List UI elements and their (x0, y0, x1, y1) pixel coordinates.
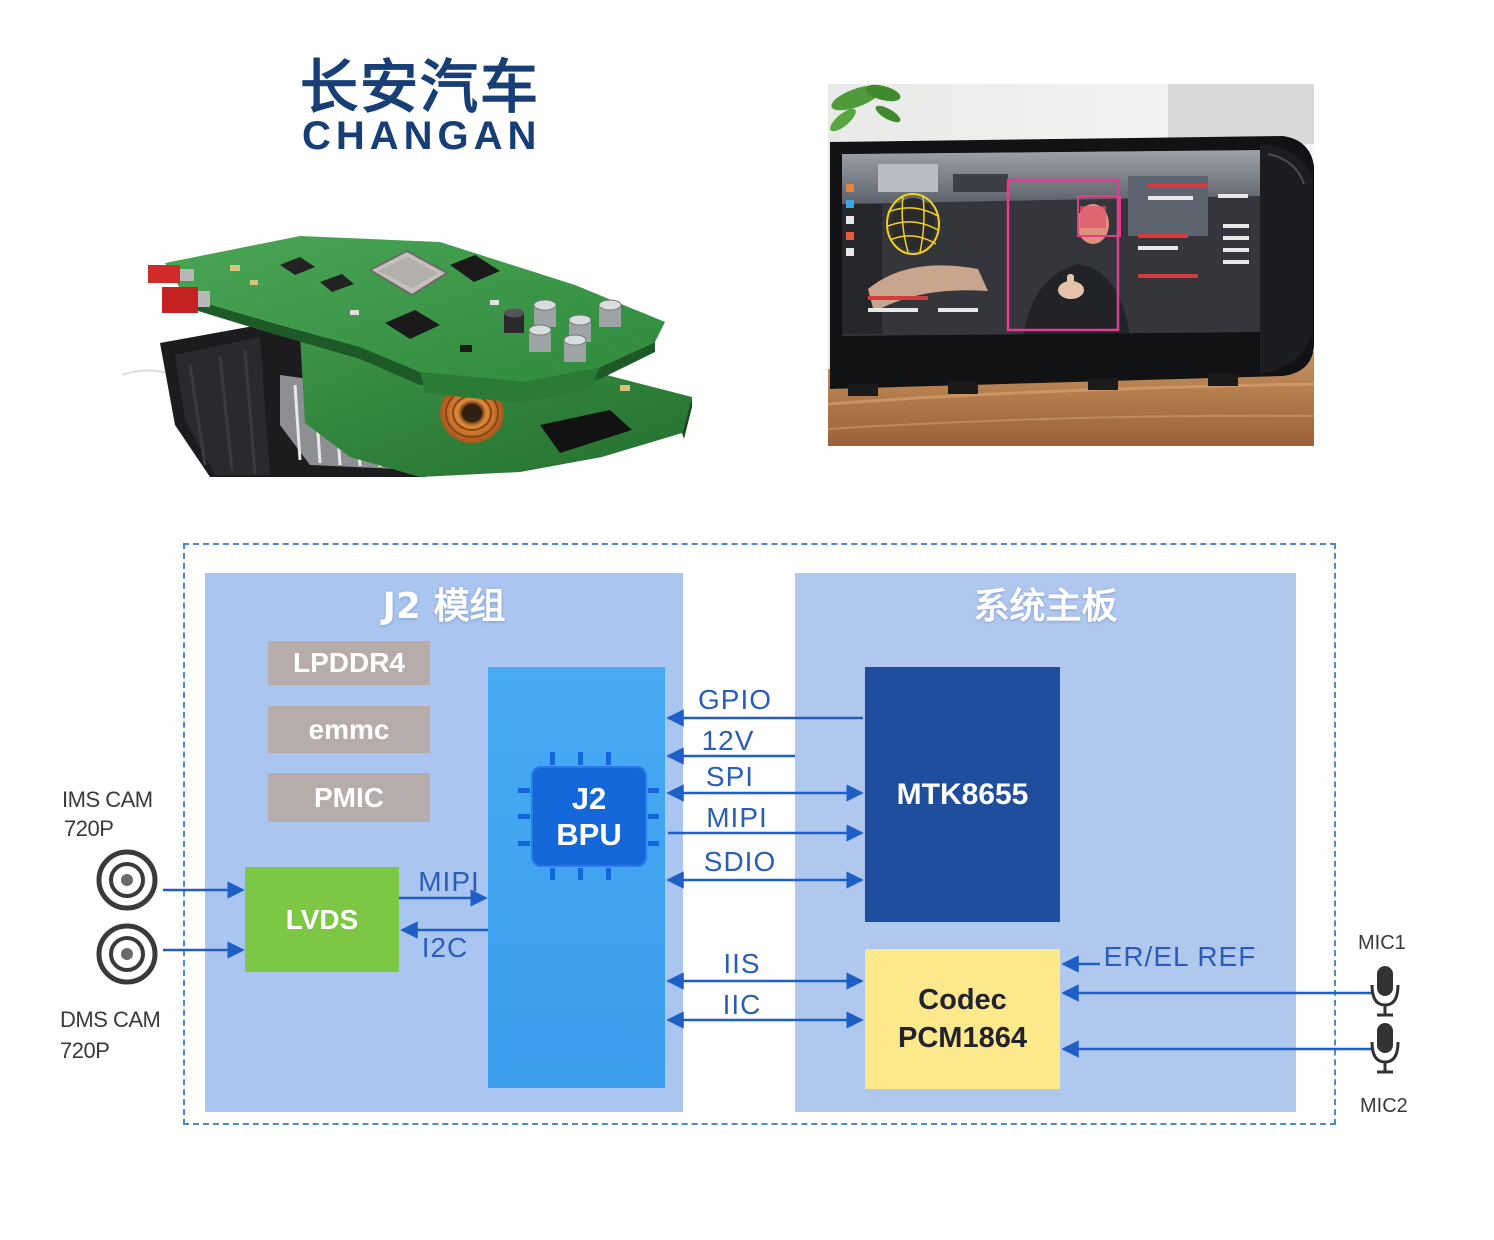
lvds-mipi-label: MIPI (418, 866, 480, 897)
in-car-display-photo (828, 84, 1314, 446)
dms-cam-resolution: 720P (60, 1038, 110, 1063)
sd-card-slot (540, 410, 632, 453)
pmic-block: PMIC (268, 773, 430, 822)
codec-label: Codec (918, 984, 1007, 1016)
status-icons (846, 184, 854, 256)
driver-body (1023, 264, 1130, 336)
lvds-block: LVDS (245, 867, 399, 972)
mtk8655-block: MTK8655 (865, 667, 1060, 922)
plant-leaves (830, 84, 901, 132)
camera-icon (96, 923, 158, 985)
dms-cam-name: DMS CAM (60, 1007, 161, 1032)
mipi-label: MIPI (706, 802, 768, 833)
codec-block: Codec PCM1864 (865, 949, 1060, 1089)
face-box (1077, 195, 1121, 237)
chip-pins (518, 752, 659, 880)
logo-chinese-name: 长安汽车 (300, 53, 541, 121)
chip-label-bpu: BPU (556, 816, 622, 852)
codec-part-number: PCM1864 (898, 1022, 1027, 1054)
logo-english-name: CHANGAN (302, 114, 542, 158)
face-mesh-overlay (886, 193, 940, 255)
12v-label: 12V (701, 725, 755, 756)
sdio-label: SDIO (703, 846, 777, 877)
overlay-readouts (868, 184, 1249, 312)
capacitors (504, 299, 622, 362)
camera-icon (96, 849, 158, 911)
j2-module-title: J2 模组 (382, 586, 506, 627)
detection-box (1006, 178, 1120, 332)
display-curved-edge (1260, 144, 1312, 374)
iis-label: IIS (723, 948, 761, 979)
mic1-label: MIC1 (1358, 932, 1406, 954)
thumbs-up-hand (1058, 281, 1084, 299)
j2-bpu-block (488, 667, 665, 1088)
mic2-label: MIC2 (1360, 1095, 1408, 1117)
iic-label: IIC (722, 989, 762, 1020)
i2c-label: I2C (421, 932, 469, 963)
ims-cam-resolution: 720P (64, 816, 114, 841)
pcb-module-photo (121, 236, 692, 477)
bus-arrows (163, 709, 1372, 1058)
lpddr4-block: LPDDR4 (268, 641, 430, 685)
chip-label-j2: J2 (571, 780, 607, 816)
microphone-icon (1370, 966, 1400, 1017)
microphone-icon (1370, 1023, 1400, 1074)
display-screen (842, 150, 1260, 336)
reference-label: ER/EL REF (1103, 941, 1257, 972)
spi-label: SPI (705, 761, 755, 792)
ims-cam-name: IMS CAM (62, 787, 153, 812)
emmc-block: emmc (268, 706, 430, 753)
red-connectors (148, 265, 210, 313)
board-components (230, 249, 630, 391)
left-arm (868, 265, 988, 312)
diagram-frame (183, 543, 1336, 1125)
mainboard-title: 系统主板 (973, 586, 1118, 627)
gpio-label: GPIO (697, 684, 772, 715)
j2-bpu-chip: J2 BPU (531, 766, 647, 867)
